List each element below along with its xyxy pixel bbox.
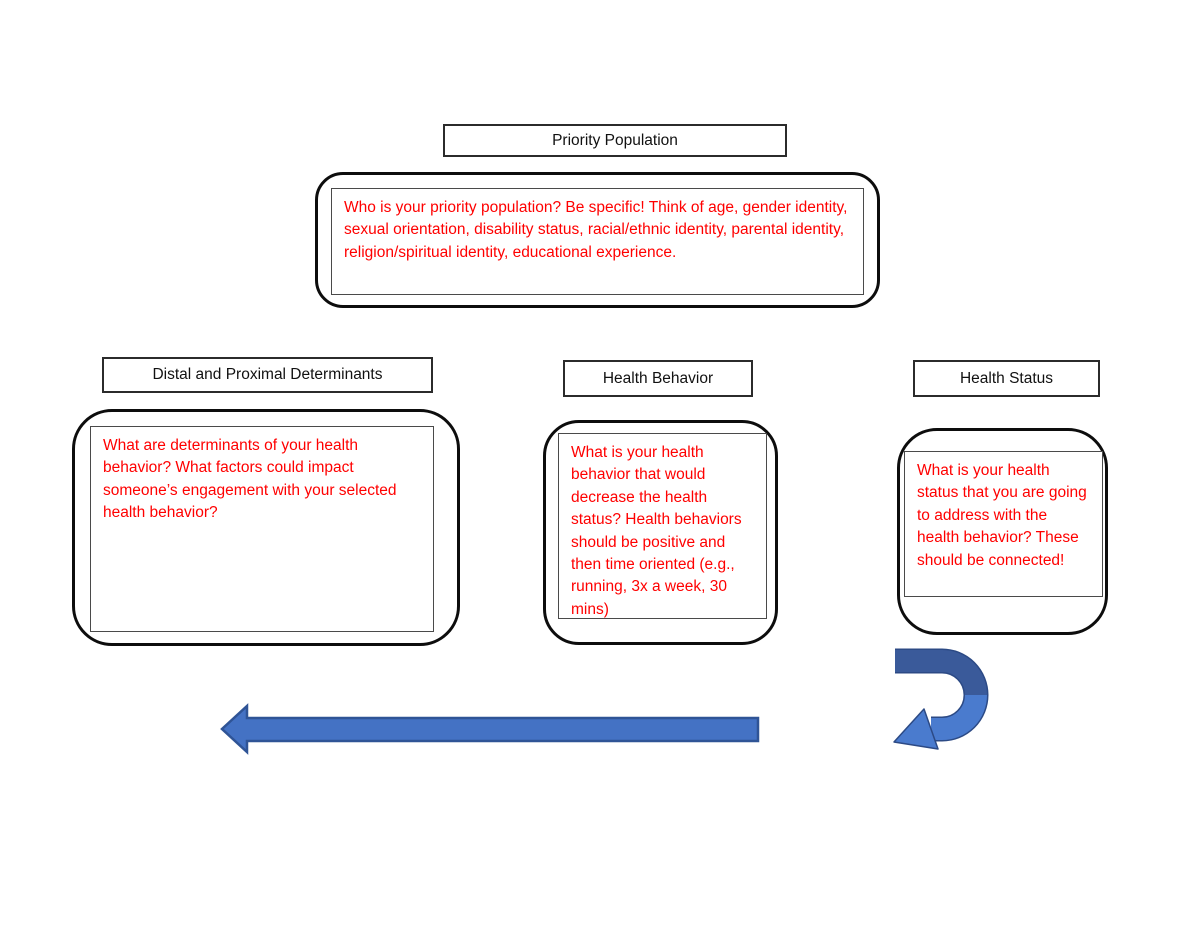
- priority-population-note-inner: Who is your priority population? Be spec…: [331, 188, 864, 295]
- priority-population-note-text: Who is your priority population? Be spec…: [344, 199, 848, 261]
- health-behavior-note-shape: What is your health behavior that would …: [543, 420, 778, 645]
- health-status-note-text: What is your health status that you are …: [917, 462, 1087, 569]
- health-behavior-note-inner: What is your health behavior that would …: [558, 433, 767, 619]
- priority-population-note-shape: Who is your priority population? Be spec…: [315, 172, 880, 308]
- priority-population-title-box: Priority Population: [443, 124, 787, 157]
- determinants-note-shape: What are determinants of your health beh…: [72, 409, 460, 646]
- health-status-title-box: Health Status: [913, 360, 1100, 397]
- u-turn-left-arrow-icon: [893, 648, 989, 750]
- left-block-arrow-icon: [220, 703, 760, 755]
- health-behavior-note-text: What is your health behavior that would …: [571, 444, 742, 618]
- determinants-note-text: What are determinants of your health beh…: [103, 437, 397, 522]
- determinants-note-inner: What are determinants of your health beh…: [90, 426, 434, 632]
- determinants-title-box: Distal and Proximal Determinants: [102, 357, 433, 393]
- health-status-note-shape: What is your health status that you are …: [897, 428, 1108, 635]
- health-behavior-title-box: Health Behavior: [563, 360, 753, 397]
- health-status-note-inner: What is your health status that you are …: [904, 451, 1103, 597]
